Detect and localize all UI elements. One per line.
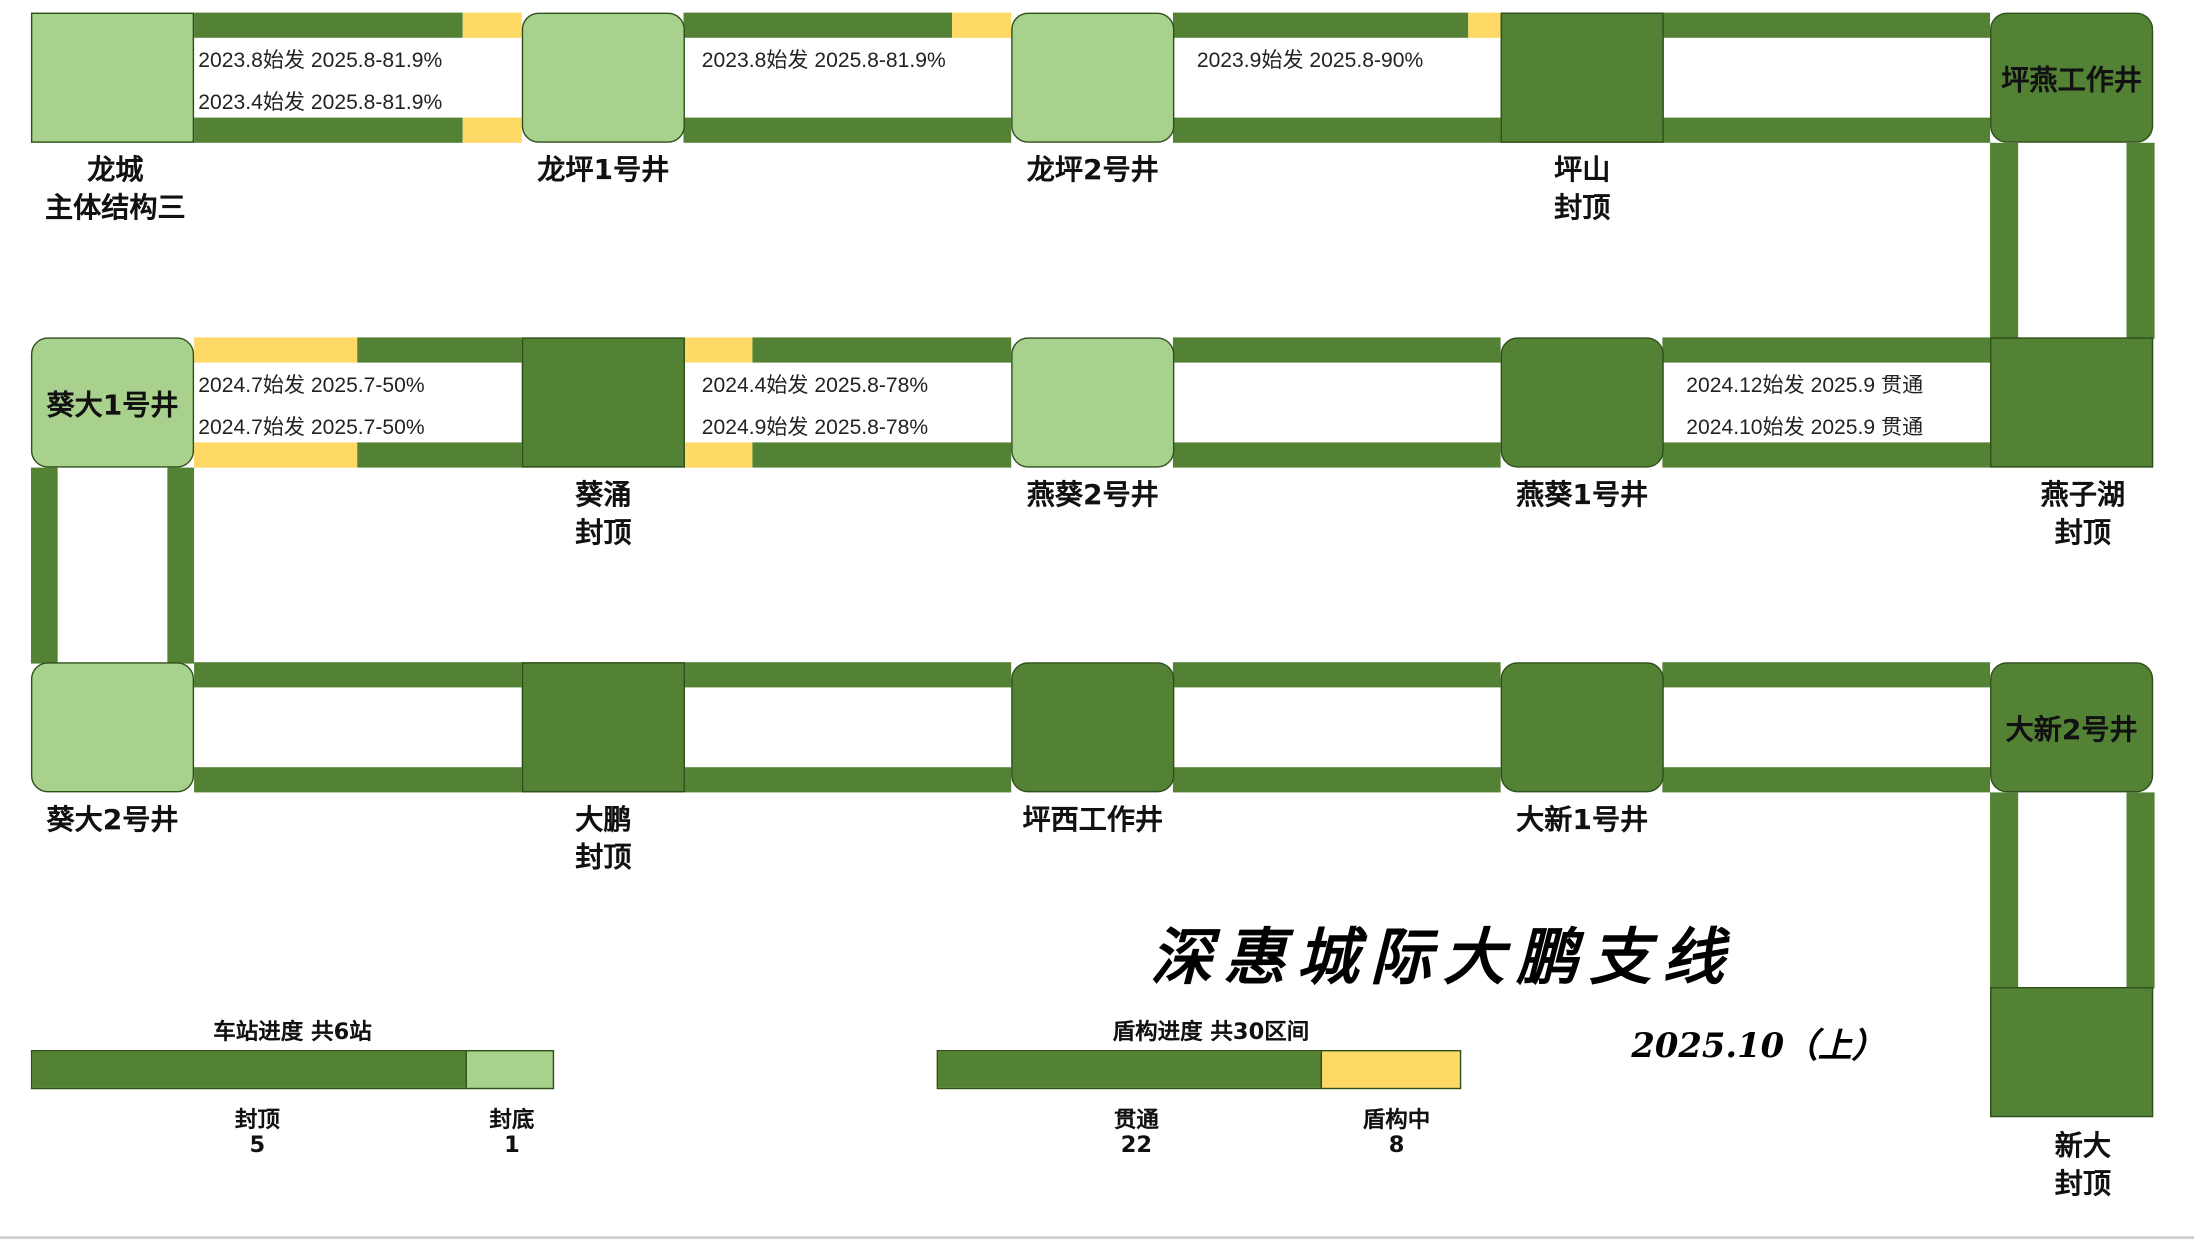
legend-title: 车站进度 共6站	[213, 1017, 372, 1045]
tunnel-vertical-right	[2126, 792, 2155, 989]
tunnel-top-r1d	[1662, 12, 1991, 38]
legend-title: 盾构进度 共30区间	[1112, 1017, 1310, 1045]
station-progress-fill	[32, 1051, 468, 1088]
tunnel-top-r2d	[1662, 337, 1991, 363]
station-longcheng	[30, 12, 195, 143]
station-label: 新大 封顶	[2054, 1128, 2112, 1200]
progress-note: 2024.9始发 2025.8-78%	[701, 415, 929, 440]
station-label: 大鹏 封顶	[575, 802, 632, 874]
shield-progress-fill	[938, 1051, 1323, 1088]
tunnel-top-r1c-progress	[1468, 12, 1501, 38]
tunnel-top-r3a	[194, 662, 522, 688]
progress-note: 2023.9始发 2025.8-90%	[1196, 49, 1424, 73]
station-label: 龙城 主体结构三	[45, 152, 186, 224]
bottom-border	[0, 1236, 2194, 1239]
station-label: 燕子湖 封顶	[2040, 477, 2126, 549]
legend-label: 封顶	[234, 1106, 280, 1133]
tunnel-bottom-r3d	[1662, 767, 1991, 793]
progress-note: 2023.4始发 2025.8-81.9%	[198, 91, 443, 115]
tunnel-top-r1b-progress	[952, 12, 1012, 38]
tunnel-bottom-r1c	[1172, 117, 1501, 143]
legend-value: 5	[249, 1131, 266, 1158]
tunnel-bottom-r1a-progress	[462, 117, 522, 143]
tunnel-top-r3b	[683, 662, 1012, 688]
tunnel-top-r3c	[1172, 662, 1501, 688]
tunnel-vertical-right	[167, 467, 195, 664]
legend-value: 22	[1120, 1131, 1153, 1158]
page-subtitle: 2025.10（上）	[1631, 1024, 1886, 1066]
shaft-pingxi	[1011, 662, 1175, 793]
tunnel-top-r2c	[1172, 337, 1501, 363]
tunnel-vertical-left	[1990, 792, 2019, 989]
shaft-daxin2: 大新2号井	[1990, 662, 2154, 793]
shaft-kuida1: 葵大1号井	[30, 337, 195, 468]
tunnel-top-r2a-progress	[194, 337, 358, 363]
tunnel-bottom-r2a-progress	[194, 442, 358, 468]
tunnel-top-r3d	[1662, 662, 1991, 688]
station-pingshan	[1500, 12, 1664, 143]
tunnel-bottom-r1b	[683, 117, 1012, 143]
tunnel-bottom-r1a	[194, 117, 463, 143]
progress-note: 2024.4始发 2025.8-78%	[701, 373, 929, 398]
tunnel-top-r1c	[1172, 12, 1469, 38]
shaft-longping1	[521, 12, 685, 143]
tunnel-top-r2b-progress	[683, 337, 753, 363]
legend-label: 盾构中	[1362, 1106, 1431, 1133]
progress-note: 2024.12始发 2025.9 贯通	[1686, 373, 1924, 398]
station-label: 燕葵1号井	[1516, 477, 1649, 511]
tunnel-bottom-r2c	[1172, 442, 1501, 468]
legend-value: 1	[504, 1131, 520, 1158]
station-label: 葵大2号井	[46, 802, 179, 836]
tunnel-bottom-r3a	[194, 767, 522, 793]
tunnel-bottom-r1d	[1662, 117, 1991, 143]
station-label: 坪西工作井	[1022, 802, 1164, 836]
station-progress-bar	[30, 1050, 555, 1090]
progress-note: 2024.7始发 2025.7-50%	[198, 373, 425, 398]
progress-note: 2024.10始发 2025.9 贯通	[1686, 415, 1924, 440]
station-xinda	[1990, 987, 2154, 1118]
tunnel-bottom-r2d	[1662, 442, 1991, 468]
tunnel-bottom-r3c	[1172, 767, 1501, 793]
tunnel-top-r2b	[752, 337, 1012, 363]
shaft-longping2	[1011, 12, 1175, 143]
progress-note: 2024.7始发 2025.7-50%	[198, 415, 425, 440]
tunnel-top-r1a	[194, 12, 463, 38]
tunnel-bottom-r3b	[683, 767, 1012, 793]
shaft-yankui1	[1500, 337, 1664, 468]
station-yanzihu	[1990, 337, 2154, 468]
station-label: 葵涌 封顶	[575, 477, 632, 549]
tunnel-bottom-r2a	[357, 442, 522, 468]
tunnel-top-r1b	[683, 12, 953, 38]
shaft-kuida2	[30, 662, 195, 793]
station-label: 燕葵2号井	[1026, 477, 1159, 511]
progress-note: 2023.8始发 2025.8-81.9%	[701, 49, 946, 73]
tunnel-vertical-right	[2126, 142, 2155, 339]
tunnel-top-r1a-progress	[462, 12, 522, 38]
station-kuiyong	[521, 337, 685, 468]
station-label: 龙坪2号井	[1026, 152, 1159, 187]
progress-note: 2023.8始发 2025.8-81.9%	[198, 49, 443, 73]
station-dapeng	[521, 662, 685, 793]
page-title: 深惠城际大鹏支线	[1150, 922, 1736, 994]
station-label: 坪山 封顶	[1554, 152, 1611, 224]
tunnel-bottom-r2b-progress	[683, 442, 753, 468]
station-label: 大新1号井	[1516, 802, 1649, 836]
tunnel-vertical-left	[30, 467, 58, 664]
tunnel-top-r2a	[357, 337, 522, 363]
shaft-yankui2	[1011, 337, 1175, 468]
shaft-daxin1	[1500, 662, 1664, 793]
shaft-pingyan: 坪燕工作井	[1990, 12, 2154, 143]
tunnel-bottom-r2b	[752, 442, 1012, 468]
shield-progress-bar	[936, 1050, 1462, 1090]
legend-value: 8	[1388, 1131, 1405, 1158]
legend-label: 封底	[489, 1106, 535, 1133]
legend-label: 贯通	[1113, 1106, 1159, 1133]
tunnel-vertical-left	[1990, 142, 2019, 339]
station-label: 龙坪1号井	[537, 152, 670, 187]
